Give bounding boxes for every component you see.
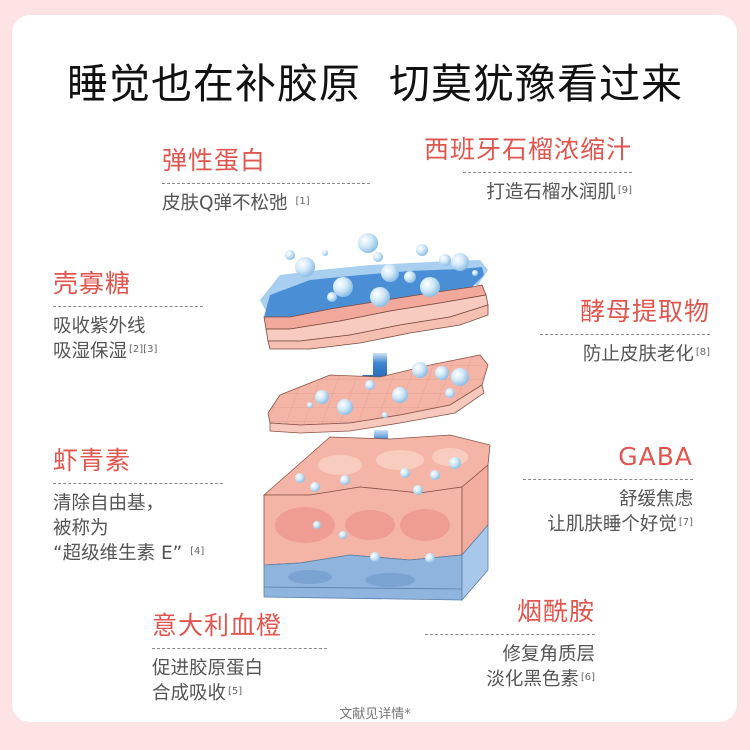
ingredient-name: 弹性蛋白: [162, 146, 267, 175]
dashed-divider: [152, 648, 327, 649]
ingredient-name: GABA: [618, 442, 693, 471]
ingredient-chitosan-oligosaccharide: 壳寡糖 吸收紫外线吸湿保湿[2][3]: [53, 268, 203, 364]
dashed-divider: [523, 479, 693, 480]
dashed-divider: [463, 172, 632, 173]
skin-sheet-icon: [267, 354, 489, 434]
reference-mark: [5]: [228, 686, 243, 697]
reference-mark: [9]: [617, 185, 632, 196]
ingredient-desc: 清除自由基，被称为“超级维生素 E” [4]: [53, 493, 205, 564]
reference-mark: [7]: [678, 517, 693, 528]
ingredient-desc: 促进胶原蛋白合成吸收[5]: [152, 658, 264, 704]
reference-mark: [8]: [695, 347, 710, 358]
ingredient-blood-orange: 意大利血橙 促进胶原蛋白合成吸收[5]: [152, 610, 327, 706]
dashed-divider: [540, 334, 710, 335]
ingredient-name: 西班牙石榴浓缩汁: [423, 135, 632, 164]
page-title: 睡觉也在补胶原 切莫犹豫看过来: [66, 60, 684, 108]
ingredient-name: 虾青素: [53, 446, 132, 475]
ingredient-name: 酵母提取物: [579, 297, 710, 326]
water-layer-icon: [260, 233, 489, 350]
ingredient-gaba: GABA 舒缓焦虑让肌肤睡个好觉[7]: [523, 441, 693, 537]
dashed-divider: [53, 483, 223, 484]
ingredient-desc: 打造石榴水润肌[9]: [486, 182, 632, 203]
ingredient-desc: 舒缓焦虑让肌肤睡个好觉[7]: [547, 489, 693, 535]
skin-block-icon: [262, 434, 491, 602]
ingredient-niacinamide: 烟酰胺 修复角质层淡化黑色素[6]: [425, 596, 595, 692]
reference-mark: [4]: [190, 546, 205, 557]
dashed-divider: [425, 634, 595, 635]
ingredient-name: 意大利血橙: [152, 611, 283, 640]
dashed-divider: [162, 183, 370, 184]
ingredient-desc: 皮肤Q弹不松弛 [1]: [162, 193, 310, 214]
reference-footnote: 文献见详情*: [339, 707, 411, 722]
skin-layers-illustration: [260, 233, 491, 602]
ingredient-pomegranate: 西班牙石榴浓缩汁 打造石榴水润肌[9]: [408, 134, 632, 205]
ingredient-desc: 吸收紫外线吸湿保湿[2][3]: [53, 316, 158, 362]
ingredient-name: 烟酰胺: [516, 597, 595, 626]
reference-mark: [6]: [580, 672, 595, 683]
reference-mark: [2][3]: [129, 344, 158, 355]
dashed-divider: [53, 306, 203, 307]
ingredient-elastin: 弹性蛋白 皮肤Q弹不松弛 [1]: [162, 145, 370, 216]
ingredient-name: 壳寡糖: [53, 269, 132, 298]
ingredient-desc: 修复角质层淡化黑色素[6]: [486, 644, 595, 690]
ingredient-astaxanthin: 虾青素 清除自由基，被称为“超级维生素 E” [4]: [53, 445, 223, 566]
reference-mark: [1]: [295, 196, 310, 207]
ingredient-yeast-extract: 酵母提取物 防止皮肤老化[8]: [540, 296, 710, 367]
ingredient-desc: 防止皮肤老化[8]: [582, 344, 710, 365]
